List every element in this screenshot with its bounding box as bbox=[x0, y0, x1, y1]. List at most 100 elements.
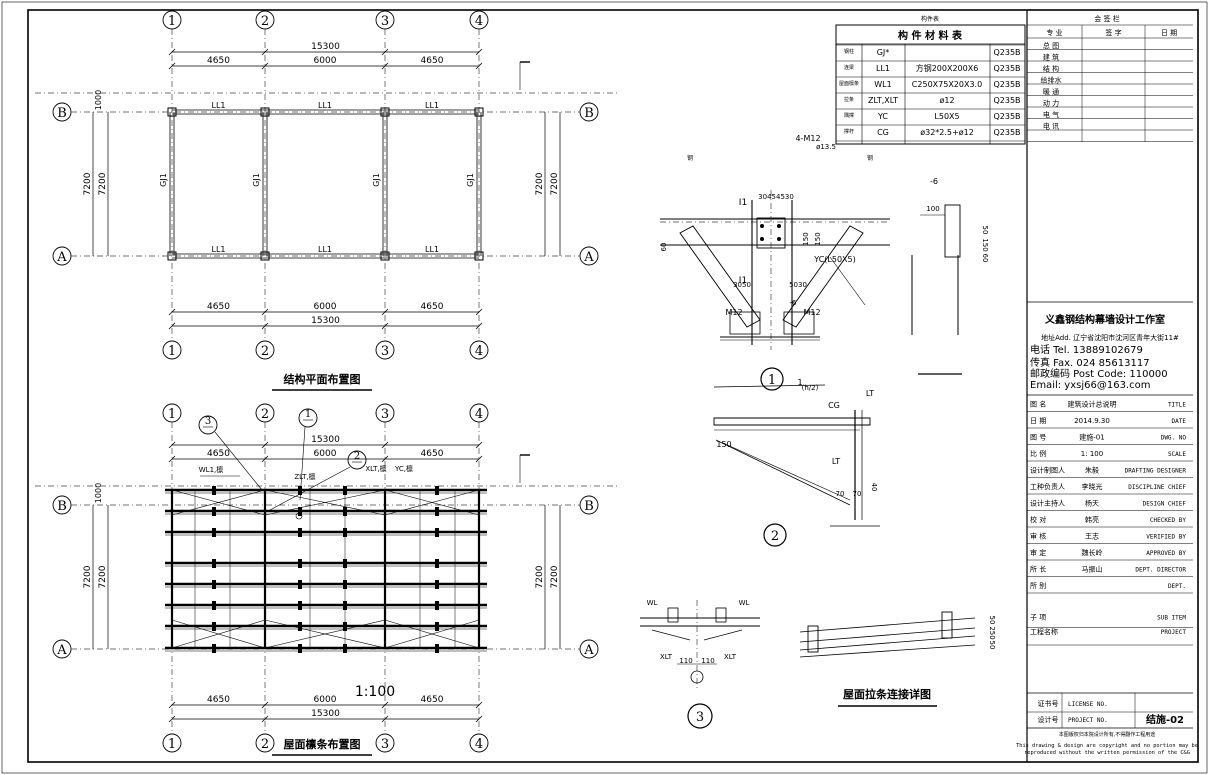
brace bbox=[384, 619, 480, 649]
dim-bay-text-right-b: 7200 bbox=[550, 565, 560, 588]
tb-row-val: 韩亮 bbox=[1085, 515, 1099, 524]
dim-50-sec: 50 bbox=[981, 226, 989, 235]
dim-150-sec: 150 bbox=[981, 238, 989, 251]
yc-label: YC,檩 bbox=[394, 464, 413, 473]
mat-spec: L50X5 bbox=[934, 112, 959, 121]
tb-row-en: DRAFTING DESIGNER bbox=[1125, 468, 1187, 475]
axis-label-left: B bbox=[57, 499, 67, 514]
axis-label-bottom: 3 bbox=[381, 344, 389, 359]
column-base bbox=[380, 251, 390, 261]
tb-row-en: DEPT. bbox=[1168, 583, 1186, 590]
tick bbox=[261, 48, 269, 56]
xlt-label: XLT,檩 bbox=[365, 464, 386, 473]
top-chord bbox=[713, 384, 826, 388]
axis-label-top: 3 bbox=[381, 14, 389, 29]
sec-channel bbox=[944, 204, 961, 258]
purlin-clip bbox=[343, 528, 347, 537]
purlin-clip bbox=[435, 528, 439, 537]
tb-row-en: VERIFIED BY bbox=[1146, 534, 1186, 541]
purlin-clip bbox=[435, 622, 439, 631]
section-note: 钢 bbox=[687, 154, 693, 162]
tick bbox=[261, 322, 269, 330]
tick bbox=[168, 48, 176, 56]
project-cn: 工程名称 bbox=[1030, 627, 1058, 636]
purlin-clip bbox=[212, 486, 216, 495]
dim-40: 40 bbox=[870, 483, 878, 492]
sub-item-en: SUB ITEM bbox=[1157, 615, 1186, 622]
tb-row-cn: 校 对 bbox=[1030, 515, 1046, 524]
gj-label: GJ1 bbox=[159, 173, 168, 187]
axis-bubble-bottom bbox=[162, 340, 182, 360]
purlin-clip bbox=[298, 486, 302, 495]
column-base bbox=[260, 251, 270, 261]
purlin-clip bbox=[212, 507, 216, 516]
rod-end bbox=[690, 670, 704, 684]
dim-60: 60 bbox=[660, 243, 668, 252]
tick bbox=[475, 715, 483, 723]
axis-label-top: 4 bbox=[475, 407, 483, 422]
callout-bubble bbox=[198, 415, 218, 435]
axis-bubble-bottom bbox=[469, 733, 489, 753]
detail-number-3: 3 bbox=[696, 710, 704, 725]
column-base bbox=[474, 251, 484, 261]
tb-row-val: 朱毅 bbox=[1085, 466, 1099, 475]
project-en: PROJECT bbox=[1161, 629, 1187, 636]
mat-name: 隅撑 bbox=[844, 112, 854, 119]
tie-rod-4 bbox=[799, 644, 976, 658]
xlt-left: XLT bbox=[660, 653, 673, 661]
tb-row-val: 杨天 bbox=[1085, 499, 1099, 508]
dim-5030: 5030 bbox=[789, 281, 807, 289]
tb-row-cn: 审 定 bbox=[1030, 548, 1046, 557]
dim-top: 30454530 bbox=[758, 193, 794, 201]
cut-mark: I1 bbox=[739, 198, 747, 208]
tick bbox=[475, 455, 483, 463]
brace-right bbox=[782, 225, 864, 328]
tick bbox=[381, 455, 389, 463]
dim-bay-text-right-b: 7200 bbox=[550, 172, 560, 195]
tb-row-en: APPROVED BY bbox=[1146, 550, 1186, 557]
axis-label-top: 1 bbox=[168, 407, 176, 422]
callout-number: 2 bbox=[354, 451, 360, 462]
dim-110a: 110 bbox=[679, 657, 692, 665]
mat-grade: Q235B bbox=[993, 128, 1020, 137]
axis-label-bottom: 1 bbox=[168, 344, 176, 359]
mark-h2: (h/2) bbox=[802, 384, 819, 392]
tb-row-val: 1: 100 bbox=[1081, 450, 1103, 458]
section-note: 钢 bbox=[867, 154, 873, 162]
gj-label: GJ1 bbox=[466, 173, 475, 187]
tick bbox=[381, 715, 389, 723]
tick bbox=[168, 701, 176, 709]
license-en: LICENSE NO. bbox=[1068, 701, 1108, 708]
tick bbox=[475, 308, 483, 316]
bolt-note-2: ø13.5 bbox=[816, 143, 836, 151]
tick bbox=[261, 441, 269, 449]
yc-leader bbox=[829, 256, 866, 306]
mat-spec: C250X75X20X3.0 bbox=[912, 80, 982, 89]
axis-bubble-bottom bbox=[375, 340, 395, 360]
axis-label-right: B bbox=[584, 106, 594, 121]
purlin-clip bbox=[298, 528, 302, 537]
dim-bay-text-left-a: 7200 bbox=[83, 565, 93, 588]
tick bbox=[168, 62, 176, 70]
rafter bbox=[713, 417, 871, 426]
purlin-clip bbox=[435, 507, 439, 516]
tb-row-cn: 日 期 bbox=[1030, 417, 1046, 425]
sig-row-label: 动 力 bbox=[1043, 99, 1059, 108]
axis-label-left: B bbox=[57, 106, 67, 121]
mat-code: ZLT,XLT bbox=[868, 96, 898, 105]
detail-grid: 1 bbox=[797, 378, 802, 387]
dim-bay-text-left-a: 7200 bbox=[83, 172, 93, 195]
tb-row-cn: 图 名 bbox=[1030, 400, 1046, 409]
dim-overhang-text: 1000 bbox=[94, 483, 103, 503]
axis-label-bottom: 3 bbox=[381, 737, 389, 752]
dim-3050: 3050 bbox=[733, 281, 751, 289]
sig-row-label: 结 构 bbox=[1043, 64, 1059, 73]
purlin-clip bbox=[298, 580, 302, 589]
callout-number: 3 bbox=[205, 416, 211, 427]
tick bbox=[475, 441, 483, 449]
